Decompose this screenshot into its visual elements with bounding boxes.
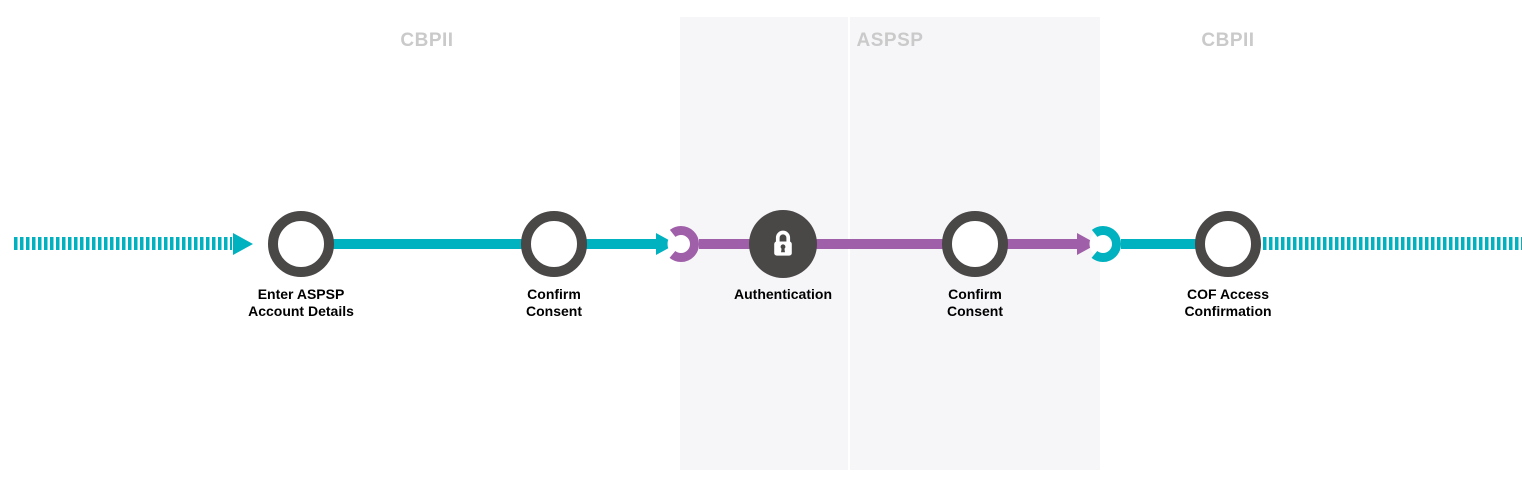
- timeline-purple-segment: [699, 239, 1077, 249]
- step-node-cof-access-confirmation: [1195, 211, 1261, 277]
- handoff-ring-purple-icon: [663, 226, 699, 262]
- section-header-aspsp: ASPSP: [856, 30, 924, 51]
- arrow-right-icon-entry: [233, 233, 253, 255]
- step-node-authentication: [749, 210, 817, 278]
- step-label-confirm-consent-2: Confirm Consent: [947, 286, 1003, 319]
- step-node-confirm-consent-2: [942, 211, 1008, 277]
- step-node-enter-aspsp-account-details: [268, 211, 334, 277]
- section-header-cbpii-left: CBPII: [400, 30, 454, 51]
- step-node-confirm-consent-1: [521, 211, 587, 277]
- lock-icon: [774, 230, 792, 256]
- timeline-teal-segment-1: [301, 239, 656, 249]
- step-label-confirm-consent-1: Confirm Consent: [526, 286, 582, 319]
- timeline-dashed-line-left: [14, 237, 232, 250]
- step-label-enter-aspsp-account-details: Enter ASPSP Account Details: [248, 286, 354, 319]
- timeline-teal-segment-2: [1121, 239, 1228, 249]
- step-label-authentication: Authentication: [734, 286, 832, 302]
- handoff-ring-teal-icon: [1085, 226, 1121, 262]
- section-header-cbpii-right: CBPII: [1201, 30, 1255, 51]
- timeline-dashed-line-right: [1263, 237, 1522, 250]
- step-label-cof-access-confirmation: COF Access Confirmation: [1184, 286, 1272, 319]
